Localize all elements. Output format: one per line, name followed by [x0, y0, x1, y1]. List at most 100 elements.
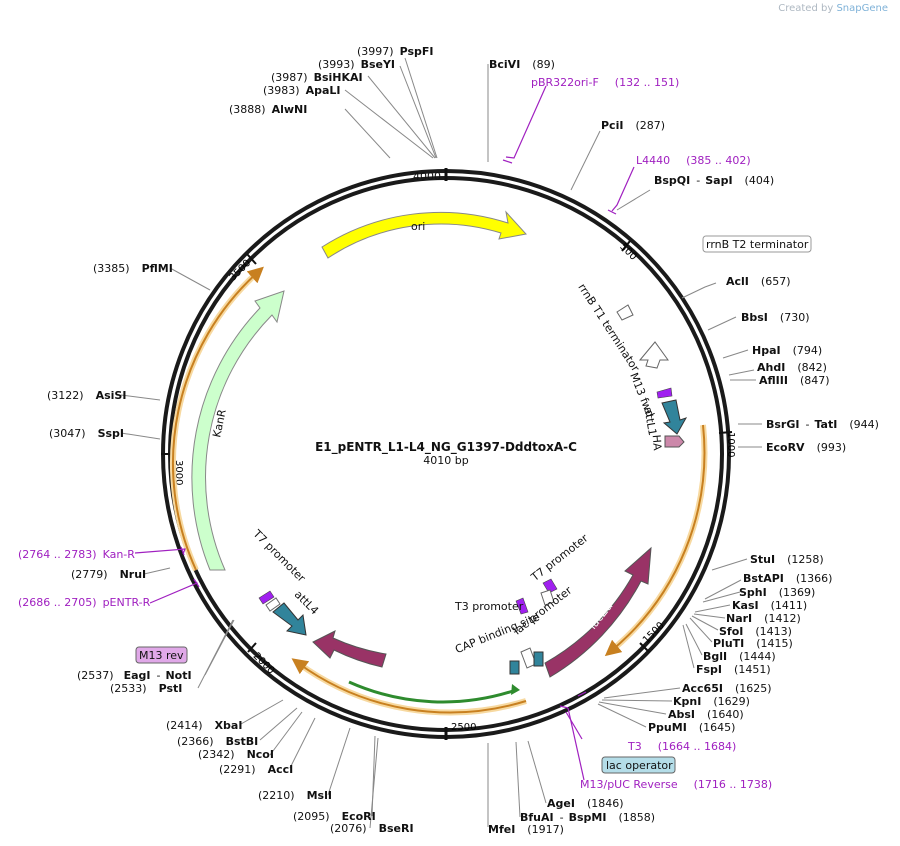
primer-brackets [134, 85, 635, 781]
svg-text:BfuAI-BspMI(1858): BfuAI-BspMI(1858) [520, 811, 655, 824]
site-name: KasI [732, 599, 759, 612]
site-name: NcoI [247, 748, 274, 761]
svg-text:BciVI(89): BciVI(89) [489, 58, 555, 71]
site-pos: (3047) [49, 427, 86, 440]
site-fspi: FspI (1451) [696, 663, 771, 676]
site-name: PstI [159, 682, 183, 695]
site-pos: (287) [635, 119, 665, 132]
site-name: BstBI [226, 735, 259, 748]
site-name: AccI [268, 763, 294, 776]
site-pos: (1451) [734, 663, 771, 676]
orange-arcs [170, 266, 708, 716]
site-name: AlwNI [272, 103, 308, 116]
site-pos: (1645) [699, 721, 736, 734]
svg-text:EcoRV(993): EcoRV (993) [766, 441, 846, 454]
lac-operator-label: lac operator [606, 759, 673, 772]
svg-text:(3047)SspI: (3047)SspI [49, 427, 124, 440]
credit-brand: SnapGene [836, 3, 888, 14]
site-ecori: (2095)EcoRI [293, 810, 376, 823]
svg-text:(2537)EagI-NotI: (2537)EagI-NotI [77, 669, 192, 682]
site-ahdi: AhdI(842) [757, 361, 827, 374]
primer-range: (132 .. 151) [615, 76, 680, 89]
primer-t3: T3(1664 .. 1684) [627, 740, 736, 753]
svg-text:KpnI(1629): KpnI(1629) [673, 695, 750, 708]
site-name: MslI [307, 789, 332, 802]
site-pos: (794) [793, 344, 823, 357]
site-name: HpaI [752, 344, 781, 357]
site-xbai: (2414)XbaI [166, 719, 242, 732]
site-pos: (2291) [219, 763, 256, 776]
attl4-arrow [272, 602, 307, 636]
svg-text:BsrGI-TatI(944): BsrGI-TatI(944) [766, 418, 879, 431]
site-name: BfuAI [520, 811, 554, 824]
svg-text:(3993)BseYI: (3993)BseYI [318, 58, 395, 71]
leader-lines [120, 57, 762, 829]
site-bspqi-sapi: BspQI-SapI(404) [654, 174, 774, 187]
site-pcii: PciI(287) [601, 119, 665, 132]
rrnb-t2-box: rrnB T2 terminator [702, 235, 812, 253]
site-stui: StuI(1258) [750, 553, 824, 566]
svg-text:BbsI(730): BbsI(730) [741, 311, 810, 324]
credit-prefix: Created by [778, 3, 834, 14]
svg-text:SphI(1369): SphI(1369) [739, 586, 815, 599]
site-name: EcoRI [342, 810, 376, 823]
tick-label-2000: 2500 [451, 722, 476, 733]
site-pos: (993) [817, 441, 847, 454]
m13rev-label: M13 rev [139, 649, 184, 662]
cap-site-box [509, 660, 520, 675]
svg-text:PluTI(1415): PluTI(1415) [713, 637, 793, 650]
site-pos: (1846) [587, 797, 624, 810]
site-pos: (3122) [47, 389, 84, 402]
t7-left-outline [265, 597, 281, 612]
rrnb-t2-label: rrnB T2 terminator [706, 238, 809, 251]
site-bstbi: (2366)BstBI [177, 735, 258, 748]
svg-text:(2533)PstI: (2533)PstI [110, 682, 182, 695]
primer-name: T3 [627, 740, 642, 753]
site-name: Acc65I [682, 682, 723, 695]
primer-name: L4440 [636, 154, 670, 167]
site-acci: (2291) AccI [219, 763, 293, 776]
tick-label-4000: 4000 [413, 170, 441, 183]
svg-text:StuI(1258): StuI(1258) [750, 553, 824, 566]
site-pos: (3888) [229, 103, 266, 116]
site-pos: (2076) [330, 822, 367, 835]
rrnb-t1-label: rrnB T1 terminator [575, 281, 642, 374]
site-pos: (1858) [618, 811, 655, 824]
site-name: EcoRV [766, 441, 805, 454]
site-pos: (1640) [707, 708, 744, 721]
primer-name: pENTR-R [103, 596, 151, 609]
site-nrui: (2779)NruI [71, 568, 146, 581]
site-alwni: (3888) AlwNI [229, 103, 307, 116]
svg-text:(3997)PspFI: (3997)PspFI [357, 45, 433, 58]
attl4-label: attL4 [292, 588, 321, 617]
svg-text:NarI(1412): NarI(1412) [726, 612, 801, 625]
svg-text:(2414)XbaI: (2414)XbaI [166, 719, 242, 732]
site-pos: (1366) [796, 572, 833, 585]
site-pos: (1413) [755, 625, 792, 638]
lac-operator-label-box: lac operator [601, 756, 676, 774]
svg-text:BstAPI(1366): BstAPI(1366) [743, 572, 832, 585]
site-name: MfeI [488, 823, 515, 836]
site-pos: (1625) [735, 682, 772, 695]
green-arrow [348, 680, 517, 704]
svg-text:PciI(287): PciI(287) [601, 119, 665, 132]
site-bsrgi-tati: BsrGI-TatI(944) [766, 418, 879, 431]
kanr-label: KanR [210, 408, 229, 439]
svg-text:(2764 .. 2783)Kan-R: (2764 .. 2783)Kan-R [18, 548, 135, 561]
green-arrow-head [511, 684, 520, 695]
site-name: FspI [696, 663, 722, 676]
tick-label-1000: 1000 [725, 432, 736, 457]
site-name: AclI [726, 275, 749, 288]
site-name: PflMI [142, 262, 173, 275]
site-pos: (2779) [71, 568, 108, 581]
site-bseri: (2076)BseRI [330, 822, 414, 835]
site-name: NarI [726, 612, 752, 625]
svg-text:SfoI(1413): SfoI(1413) [719, 625, 792, 638]
site-name: BspQI [654, 174, 690, 187]
ori-label: ori [411, 220, 425, 233]
site-bseyi: (3993)BseYI [318, 58, 395, 71]
site-name: StuI [750, 553, 775, 566]
site-bsihkai: (3987)BsiHKAI [271, 71, 363, 84]
site-pos: (944) [849, 418, 879, 431]
primer-name: Kan-R [103, 548, 136, 561]
